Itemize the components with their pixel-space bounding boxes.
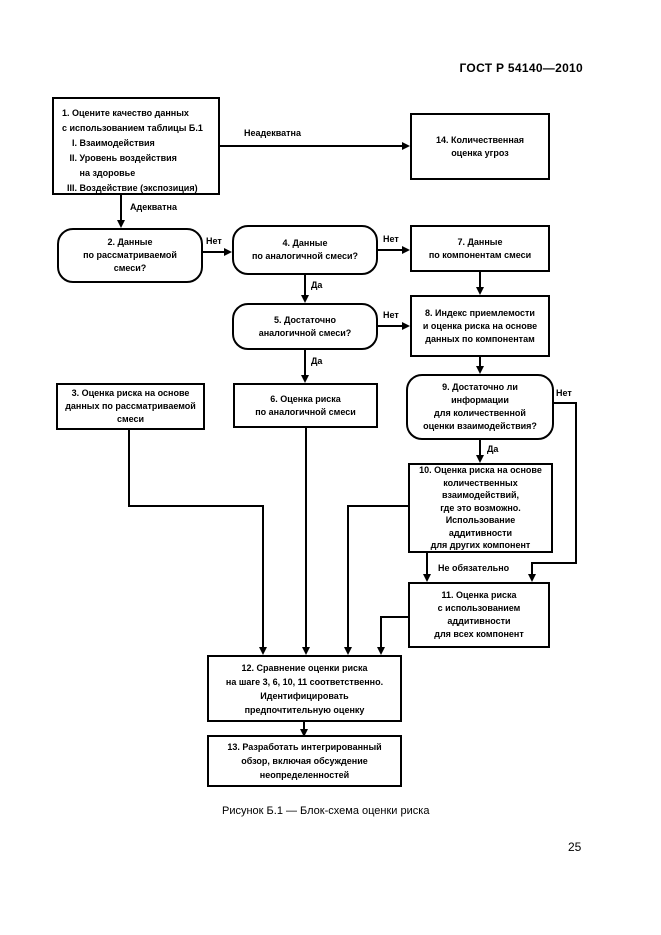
- arrowhead-into-5: [301, 295, 309, 303]
- connector-3-12-h: [128, 505, 264, 507]
- flow-node-14-quantitative-threat-assessment: 14. Количественная оценка угроз: [410, 113, 550, 180]
- flow-node-9-enough-information: 9. Достаточно ли информации для количест…: [406, 374, 554, 440]
- flow-node-5-similar-mixture-sufficient: 5. Достаточно аналогичной смеси?: [232, 303, 378, 350]
- flow-node-11-additivity-all-components: 11. Оценка риска с использованием аддити…: [408, 582, 550, 648]
- edge-label-no-2-4: Нет: [206, 236, 222, 246]
- flow-node-2-data-on-mixture: 2. Данные по рассматриваемой смеси?: [57, 228, 203, 283]
- arrowhead-into-12-from-3: [259, 647, 267, 655]
- connector-10-11: [426, 553, 428, 574]
- arrowhead-into-9: [476, 366, 484, 374]
- edge-label-yes-5-6: Да: [311, 356, 323, 366]
- connector-2-4: [203, 251, 224, 253]
- page-number: 25: [568, 840, 582, 854]
- arrowhead-into-10: [476, 455, 484, 463]
- figure-caption: Рисунок Б.1 — Блок-схема оценки риска: [222, 805, 430, 817]
- arrowhead-into-12-from-6: [302, 647, 310, 655]
- flow-node-6-risk-assessment-similar: 6. Оценка риска по аналогичной смеси: [233, 383, 378, 428]
- connector-11-12-v: [380, 616, 382, 647]
- connector-9-no-v2: [531, 562, 533, 574]
- arrowhead-into-7: [402, 246, 410, 254]
- connector-4-5: [304, 275, 306, 295]
- flow-node-8-acceptability-index: 8. Индекс приемлемости и оценка риска на…: [410, 295, 550, 357]
- connector-9-no-v: [575, 402, 577, 564]
- flow-node-3-risk-assessment-mixture: 3. Оценка риска на основе данных по расс…: [56, 383, 205, 430]
- flow-node-1-assess-data-quality: 1. Оцените качество данных с использован…: [52, 97, 220, 195]
- edge-label-not-required: Не обязательно: [438, 563, 510, 573]
- connector-6-12: [305, 428, 307, 647]
- edge-label-no-5-8: Нет: [383, 310, 399, 320]
- connector-5-8: [378, 325, 402, 327]
- connector-8-9: [479, 357, 481, 366]
- flow-node-10-quantitative-interactions: 10. Оценка риска на основе количественны…: [408, 463, 553, 553]
- connector-9-no-h: [554, 402, 577, 404]
- connector-4-7: [378, 249, 402, 251]
- flow-node-12-compare-risk-estimates: 12. Сравнение оценки риска на шаге 3, 6,…: [207, 655, 402, 722]
- connector-3-12-v2: [262, 505, 264, 647]
- arrowhead-into-13: [300, 729, 308, 737]
- connector-7-8: [479, 272, 481, 287]
- arrowhead-into-12-from-11: [377, 647, 385, 655]
- edge-label-adequate: Адекватна: [130, 202, 177, 212]
- connector-1-14: [220, 145, 402, 147]
- flow-node-4-data-on-similar-mixture: 4. Данные по аналогичной смеси?: [232, 225, 378, 275]
- arrowhead-into-2: [117, 220, 125, 228]
- page-header: ГОСТ Р 54140—2010: [459, 61, 583, 75]
- arrowhead-into-12-from-10: [344, 647, 352, 655]
- connector-9-10: [479, 440, 481, 455]
- connector-12-13: [303, 722, 305, 729]
- connector-10-12-h: [347, 505, 408, 507]
- arrowhead-into-6: [301, 375, 309, 383]
- connector-3-12-v1: [128, 430, 130, 507]
- connector-11-12-h: [380, 616, 408, 618]
- edge-label-inadequate: Неадекватна: [244, 128, 302, 138]
- edge-label-yes-9-10: Да: [487, 444, 499, 454]
- arrowhead-into-14: [402, 142, 410, 150]
- connector-5-6: [304, 350, 306, 375]
- flow-node-7-data-on-components: 7. Данные по компонентам смеси: [410, 225, 550, 272]
- connector-9-no-h2: [532, 562, 577, 564]
- edge-label-no-4-7: Нет: [383, 234, 399, 244]
- connector-1-2: [120, 195, 122, 220]
- arrowhead-into-11-left: [423, 574, 431, 582]
- edge-label-yes-4-5: Да: [311, 280, 323, 290]
- connector-10-12-v: [347, 505, 349, 647]
- arrowhead-into-8: [402, 322, 410, 330]
- flow-node-13-integrated-review: 13. Разработать интегрированный обзор, в…: [207, 735, 402, 787]
- edge-label-no-9: Нет: [556, 388, 572, 398]
- arrowhead-into-11-right: [528, 574, 536, 582]
- arrowhead-into-4: [224, 248, 232, 256]
- arrowhead-into-8-top: [476, 287, 484, 295]
